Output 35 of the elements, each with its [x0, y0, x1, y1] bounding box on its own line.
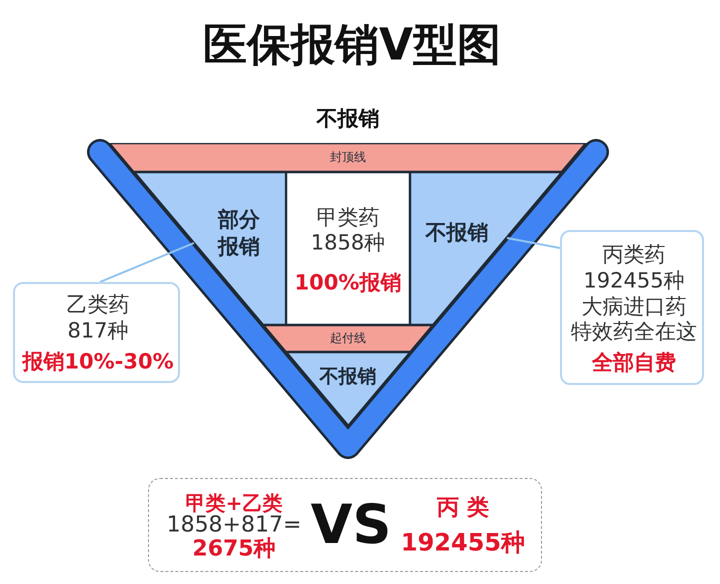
description-text: 特效药全在这: [571, 318, 697, 346]
drug-count: 192455种: [583, 267, 685, 294]
drug-class-name: 丙 类: [437, 494, 489, 523]
sum-label: 甲类+乙类: [186, 490, 282, 515]
bottom-zone: [286, 352, 410, 426]
vs-text: VS: [310, 492, 392, 558]
callout-card: [13, 282, 180, 383]
drug-class-name: 乙类药: [66, 291, 130, 318]
drug-class-name: 甲类药: [316, 204, 380, 232]
sum-result: 2675种: [192, 536, 276, 564]
description-text: 大病进口药: [582, 293, 686, 320]
drug-count: 192455种: [400, 527, 526, 558]
leader-line: [100, 242, 194, 283]
band-label: 起付线: [330, 331, 366, 347]
reimbursement-rate: 100%报销: [294, 269, 402, 296]
ceiling-band: [109, 143, 587, 172]
diagram-title: 医保报销V型图: [202, 18, 502, 72]
drug-class-name: 丙类药: [602, 241, 666, 268]
left-zone: [134, 172, 286, 325]
drug-count: 1858种: [310, 229, 386, 256]
zone-label: 不报销: [426, 219, 488, 246]
drug-count: 817种: [67, 317, 129, 344]
region-label: 不报销: [316, 105, 380, 132]
threshold-band: [262, 325, 434, 352]
band-label: 封顶线: [330, 150, 366, 166]
comparison-panel: [148, 478, 542, 572]
payment-note: 全部自费: [592, 349, 676, 376]
callout-card: [560, 230, 704, 385]
right-zone: [410, 172, 562, 325]
sum-formula: 1858+817=: [166, 512, 302, 538]
center-column: [286, 172, 410, 325]
zone-label: 部分报销: [216, 206, 261, 261]
leader-line: [506, 237, 560, 249]
reimbursement-rate: 报销10%-30%: [22, 348, 174, 376]
zone-label: 不报销: [319, 364, 376, 390]
